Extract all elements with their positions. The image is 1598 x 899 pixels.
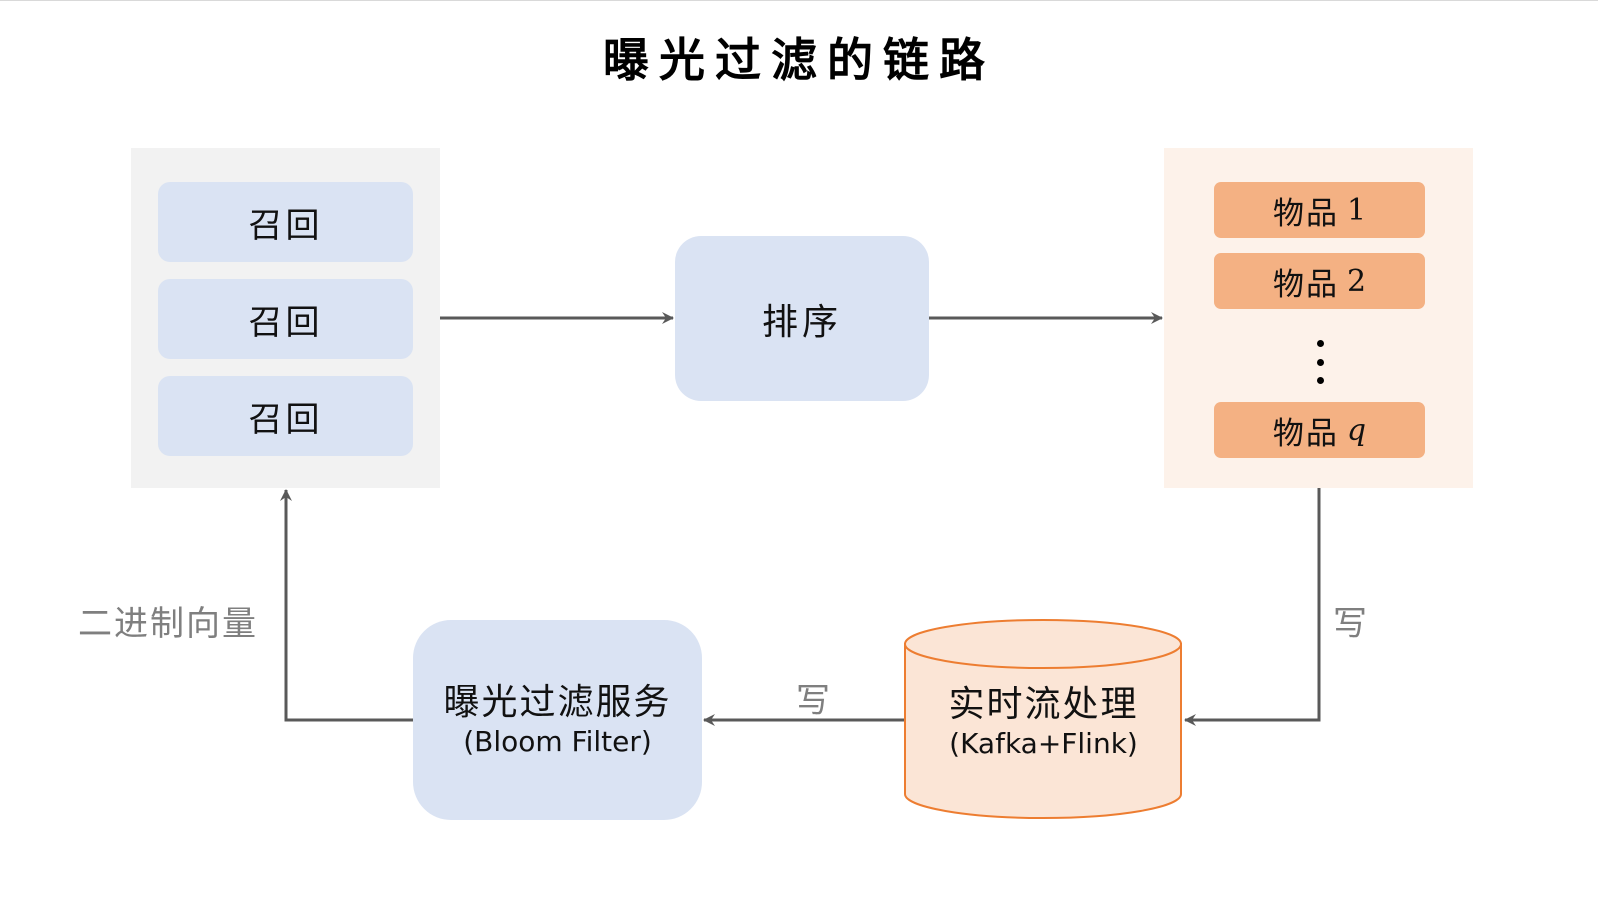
stream-processing-cylinder: [904, 619, 1182, 819]
diagram-title: 曝光过滤的链路: [603, 33, 995, 87]
item-index: 1: [1346, 192, 1367, 228]
stream-processing-title: 实时流处理: [948, 684, 1139, 725]
filter-service-subtitle: (Bloom Filter): [463, 725, 652, 758]
edge-label-binary-vector: 二进制向量: [78, 604, 258, 644]
item-label: 物品: [1272, 415, 1339, 452]
top-border-line: [0, 0, 1598, 1]
arrow-items-to-stream: [1184, 488, 1321, 726]
item-index: q: [1346, 412, 1367, 448]
item-index: 2: [1346, 263, 1367, 299]
item-label: 物品: [1272, 266, 1339, 303]
edge-label-write-bottom: 写: [796, 681, 832, 721]
ellipsis-dots: [1310, 340, 1330, 384]
arrow-filter-to-recall: [280, 489, 413, 722]
edge-label-write-right: 写: [1333, 604, 1369, 644]
filter-service-title: 曝光过滤服务: [443, 682, 672, 723]
recall-box-2: 召回: [158, 279, 413, 359]
item-label: 物品: [1272, 195, 1339, 232]
rank-box: 排序: [675, 236, 929, 401]
stream-processing-subtitle: (Kafka+Flink): [949, 727, 1138, 760]
recall-box-1: 召回: [158, 182, 413, 262]
stream-processing-label: 实时流处理 (Kafka+Flink): [905, 683, 1182, 761]
exposure-filter-service: 曝光过滤服务 (Bloom Filter): [413, 620, 702, 820]
recall-box-3: 召回: [158, 376, 413, 456]
